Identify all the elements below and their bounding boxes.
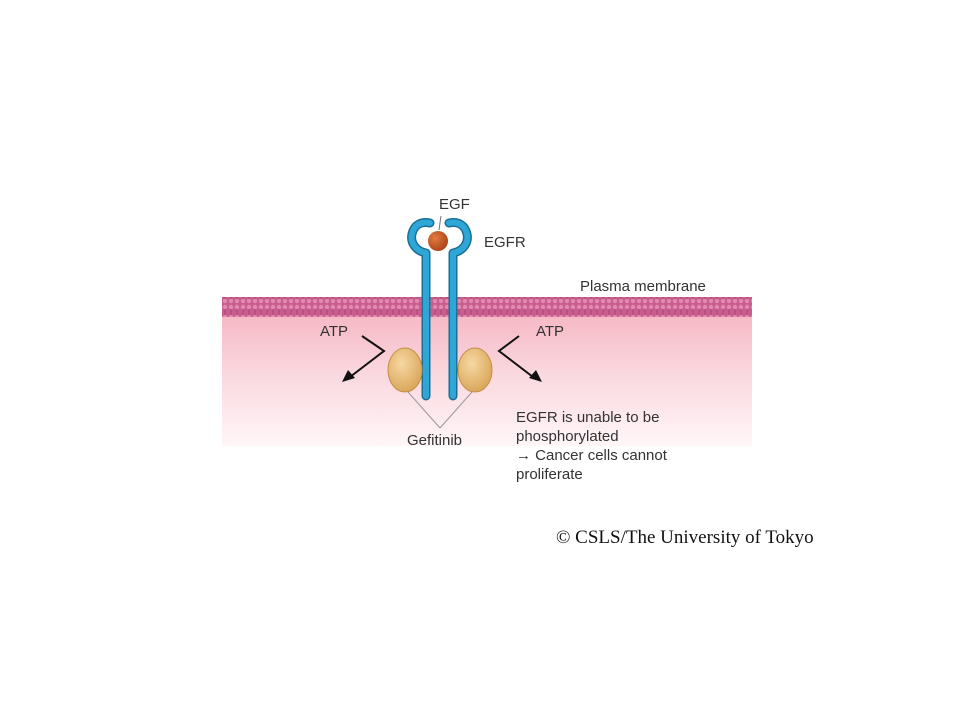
atp-right-label: ATP [536,323,565,340]
gefitinib-right [457,347,493,393]
result-note-line-3: → Cancer cells cannot [516,447,667,464]
atp-left-label: ATP [320,323,349,340]
plasma-membrane [222,297,752,317]
gefitinib-pointer-left [407,391,441,429]
result-note-line-1: EGFR is unable to be [516,409,660,426]
atp-arrowhead-left [342,370,355,382]
egfr-receptor [407,218,472,401]
plasma-membrane-label: Plasma membrane [580,278,706,295]
atp-arrowhead-right [529,370,542,382]
result-note-line-2: phosphorylated [516,428,619,445]
gefitinib-label: Gefitinib [407,432,463,449]
copyright-notice: © CSLS/The University of Tokyo [556,527,814,548]
egf-pointer [438,215,442,231]
egf-label: EGF [439,196,470,213]
result-note: EGFR is unable to be phosphorylated → Ca… [516,408,667,484]
egf-ligand [428,231,448,251]
atp-arrow-right [497,335,534,378]
result-note-line-4: proliferate [516,466,583,483]
gefitinib-pointer-right [439,391,473,429]
gefitinib-left [387,347,423,393]
atp-arrow-left [349,335,386,378]
egfr-label: EGFR [484,234,526,251]
